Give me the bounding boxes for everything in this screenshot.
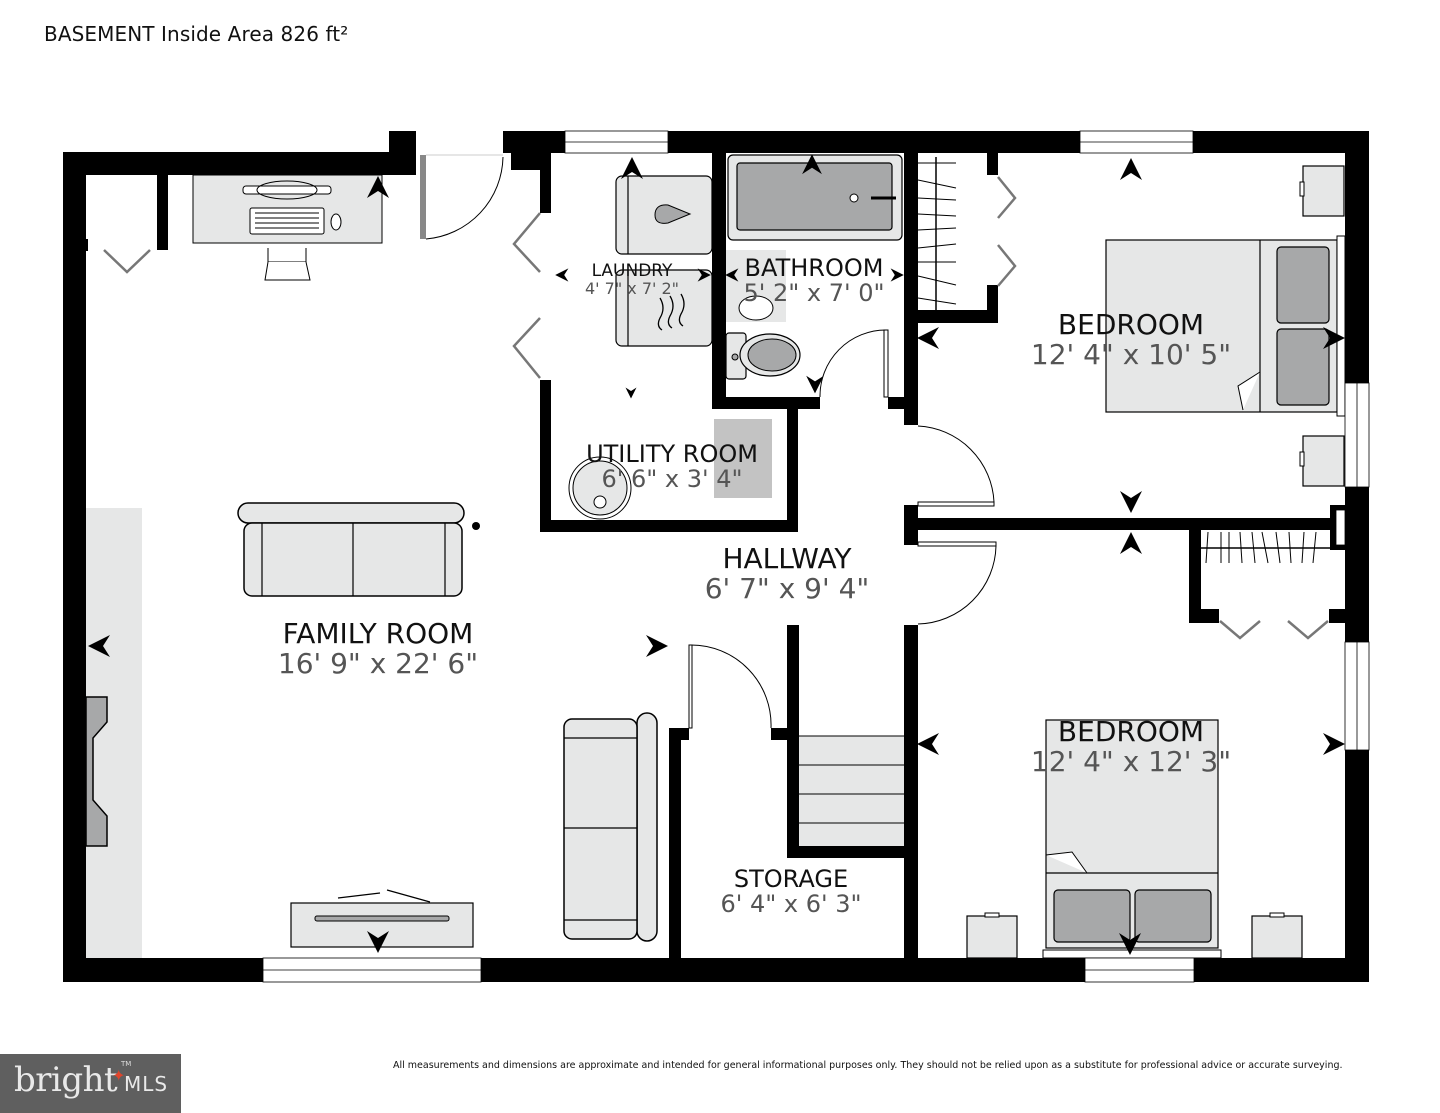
bifold-doors [103,176,1329,640]
room-dimensions: 16' 9" x 22' 6" [277,647,479,680]
room-dimensions: 6' 7" x 9' 4" [704,572,870,605]
room-storage: STORAGE 6' 4" x 6' 3" [720,867,861,916]
fireplace-icon [85,696,108,847]
walls [63,131,1369,982]
room-name: STORAGE [733,865,849,893]
logo-star-icon: ✦ [112,1066,126,1085]
room-laundry: LAUNDRY 4' 7" x 7' 2" [585,263,679,297]
room-dimensions: 12' 4" x 10' 5" [1030,338,1232,371]
doors [420,154,997,729]
room-name: UTILITY ROOM [586,440,758,468]
room-name: BEDROOM [1057,308,1205,341]
room-name: FAMILY ROOM [282,617,474,650]
room-name: BEDROOM [1057,715,1205,748]
room-dimensions: 6' 6" x 3' 4" [601,465,743,493]
bright-mls-logo: bright ✦ TM MLS [0,1054,181,1113]
view-arrows [88,154,1345,955]
logo-wordmark: bright [14,1060,118,1100]
room-dimensions: 4' 7" x 7' 2" [584,279,680,298]
room-bathroom: BATHROOM 5' 2" x 7' 0" [743,256,884,305]
logo-mls: MLS [124,1072,169,1096]
room-name: BATHROOM [744,254,884,282]
room-bedroom-2: BEDROOM 12' 4" x 12' 3" [1031,718,1231,776]
room-hallway: HALLWAY 6' 7" x 9' 4" [705,545,870,603]
room-utility-room: UTILITY ROOM 6' 6" x 3' 4" [586,442,758,491]
windows [262,130,1370,983]
logo-trademark: TM [121,1060,132,1068]
room-dimensions: 6' 4" x 6' 3" [720,890,862,918]
disclaimer: All measurements and dimensions are appr… [393,1060,1343,1071]
room-bedroom-1: BEDROOM 12' 4" x 10' 5" [1031,311,1231,369]
plan-title: BASEMENT Inside Area 826 ft² [44,22,349,46]
room-dimensions: 12' 4" x 12' 3" [1030,745,1232,778]
room-name: HALLWAY [722,542,852,575]
room-family-room: FAMILY ROOM 16' 9" x 22' 6" [278,620,478,678]
room-dimensions: 5' 2" x 7' 0" [743,279,885,307]
room-name: LAUNDRY [591,261,673,281]
